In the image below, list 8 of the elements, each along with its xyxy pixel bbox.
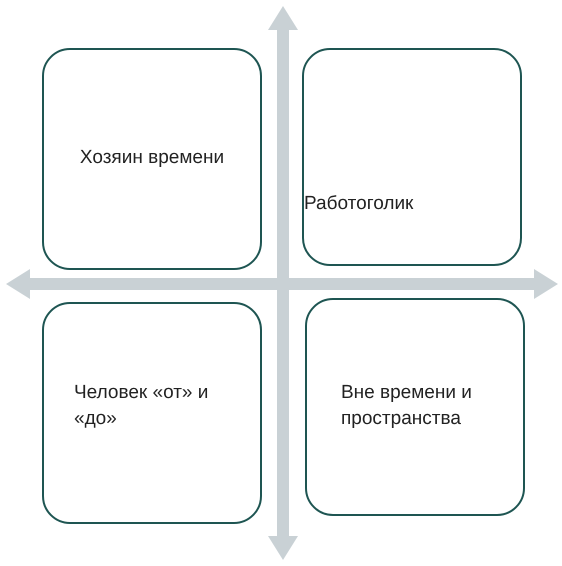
quadrant-box: [42, 48, 262, 270]
quadrant-box: [42, 302, 262, 524]
quadrant-box: [305, 298, 525, 516]
quadrant-label: Вне времени и пространства: [341, 381, 473, 431]
quadrant-label: Хозяин времени: [80, 146, 224, 170]
quadrant-label: Человек «от» и «до»: [74, 381, 210, 431]
quadrant-box: [302, 48, 522, 266]
quadrant-label: Работоголик: [304, 192, 414, 216]
